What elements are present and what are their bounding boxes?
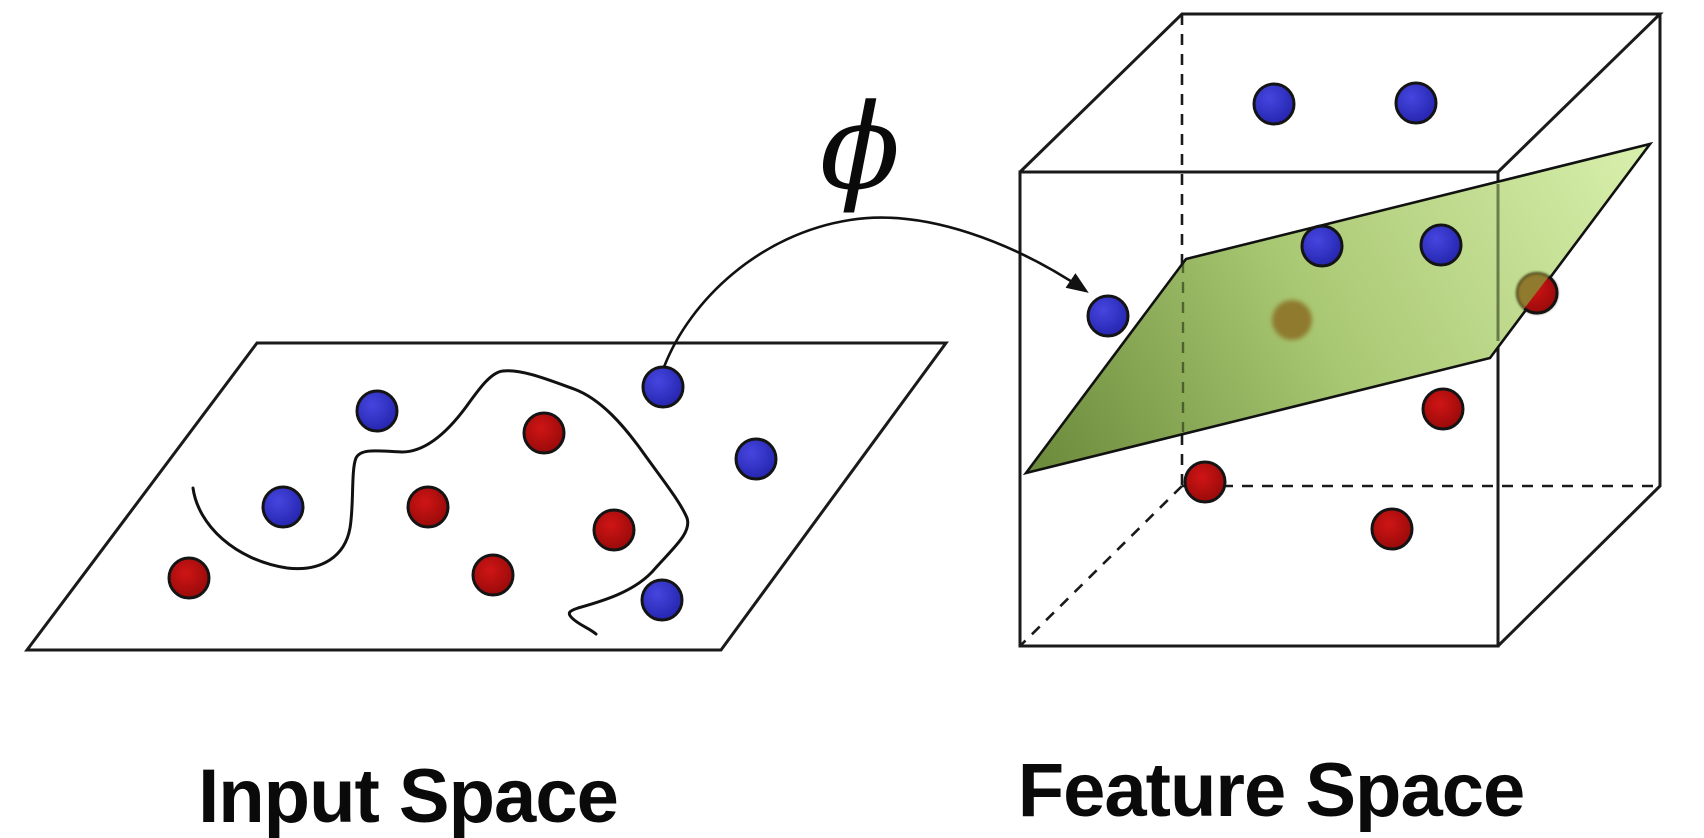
input-space-group bbox=[24, 341, 949, 652]
red-data-point bbox=[406, 485, 450, 529]
blue-data-point bbox=[641, 365, 685, 409]
edges-through-plane bbox=[1181, 184, 1500, 432]
cube-solid-edges bbox=[1018, 12, 1664, 648]
occluded-red-point-under-plane bbox=[1272, 300, 1312, 340]
blue-data-point bbox=[1252, 82, 1296, 126]
blue-data-point bbox=[1419, 223, 1463, 267]
blue-data-point bbox=[734, 437, 778, 481]
red-data-point bbox=[522, 411, 566, 455]
phi-arrow bbox=[662, 216, 1089, 368]
cube-hidden-edges bbox=[1019, 14, 1660, 647]
blue-data-point bbox=[1300, 224, 1344, 268]
phi-label: ϕ bbox=[820, 78, 900, 216]
feature-space-blue-points-above bbox=[1252, 81, 1438, 126]
input-space-blue-points bbox=[261, 365, 778, 622]
feature-space-red-points bbox=[1370, 387, 1465, 551]
red-data-point bbox=[1421, 387, 1465, 431]
input-space-label: Input Space bbox=[198, 754, 618, 838]
red-data-point bbox=[592, 508, 636, 552]
input-space-plane bbox=[24, 341, 949, 652]
blue-data-point bbox=[261, 485, 305, 529]
input-space-red-points bbox=[167, 411, 636, 600]
red-data-point bbox=[1183, 460, 1227, 504]
blue-data-point bbox=[640, 578, 684, 622]
feature-space-blue-points-on-plane bbox=[1300, 223, 1463, 268]
feature-space-group bbox=[1018, 12, 1664, 648]
mapped-blue-data-point bbox=[1086, 294, 1130, 338]
red-data-point bbox=[471, 553, 515, 597]
decision-boundary-curve bbox=[191, 369, 690, 636]
blue-data-point bbox=[355, 389, 399, 433]
feature-space-label: Feature Space bbox=[1018, 748, 1525, 833]
red-data-point bbox=[167, 556, 211, 600]
red-data-point bbox=[1370, 507, 1414, 551]
phi-mapping: ϕ bbox=[662, 78, 1089, 368]
feature-space-corner-red-point bbox=[1183, 460, 1227, 504]
blue-data-point bbox=[1394, 81, 1438, 125]
half-occluded-red-point bbox=[1515, 271, 1559, 315]
